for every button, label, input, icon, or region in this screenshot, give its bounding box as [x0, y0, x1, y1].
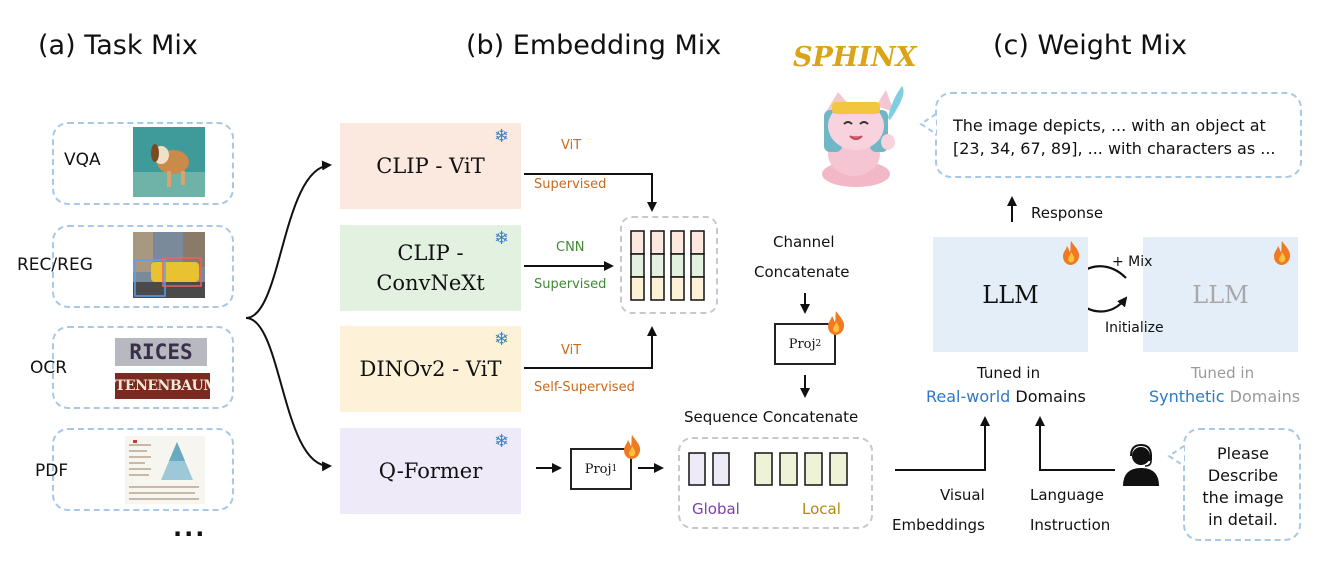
snowflake-icon: ❄	[494, 228, 510, 249]
real-tuned-label-1: Tuned in	[977, 364, 1041, 382]
channel-feature-grid	[620, 216, 718, 314]
llm-real-world-label: LLM	[982, 280, 1039, 309]
user-prompt-bubble	[1183, 428, 1301, 541]
encoder-qformer-label: Q-Former	[378, 459, 483, 483]
flame-icon	[1274, 241, 1291, 265]
user-prompt-text: Please Describe the image in detail.	[1188, 443, 1298, 531]
response-label: Response	[1031, 204, 1104, 222]
user-bubble-tail	[1167, 445, 1185, 467]
flame-icon	[828, 311, 845, 335]
embedding-mix-title: (b) Embedding Mix	[466, 30, 722, 61]
real-domains-text: Domains	[1010, 387, 1086, 406]
user-prompt-line-4: in detail.	[1208, 510, 1278, 529]
channel-feature-tokens	[630, 230, 705, 301]
channel-concat-label-2: Concatenate	[754, 263, 850, 281]
sequence-tokens	[688, 452, 848, 486]
response-text-line-1: The image depicts, ... with an object at	[953, 116, 1266, 135]
proj2-subscript: 2	[815, 339, 822, 349]
local-label: Local	[802, 500, 841, 518]
encoder-clip-vit-label: CLIP - ViT	[376, 154, 485, 178]
task-box-rec-reg	[52, 225, 234, 308]
more-tasks-ellipsis: ...	[173, 514, 207, 542]
task-box-vqa	[52, 122, 234, 205]
pdf-document-image	[125, 436, 205, 504]
encoder-clip-convnext-label-1: CLIP -	[397, 241, 464, 265]
ocr-word-tenenbaums: TENENBAUMS	[115, 373, 210, 399]
sequence-concat-label: Sequence Concatenate	[684, 408, 859, 426]
proj1-subscript: 1	[611, 464, 618, 474]
encoder-qformer: Q-Former	[340, 428, 521, 514]
user-prompt-line-2: Describe	[1207, 466, 1279, 485]
proj1-label: Proj	[584, 461, 612, 477]
language-instruction-label-2: Instruction	[1030, 516, 1111, 534]
sequence-token-box	[678, 437, 873, 529]
real-world-highlight: Real-world	[926, 387, 1011, 406]
convnext-arch-tag: CNN	[556, 240, 585, 255]
flame-icon	[624, 435, 641, 459]
task-box-ocr	[52, 326, 234, 409]
snowflake-icon: ❄	[494, 126, 510, 147]
llm-synthetic: LLM	[1143, 237, 1298, 352]
convnext-train-tag: Supervised	[534, 277, 607, 292]
user-prompt-line-1: Please	[1217, 444, 1269, 463]
vqa-dog-image	[133, 127, 205, 197]
llm-synthetic-label: LLM	[1192, 280, 1249, 309]
flame-icon	[1063, 241, 1080, 265]
task-label-rec-reg: REC/REG	[17, 255, 93, 275]
user-icon	[1123, 444, 1159, 486]
encoder-clip-vit: CLIP - ViT	[340, 123, 521, 209]
encoder-clip-convnext: CLIP - ConvNeXt	[340, 225, 521, 311]
channel-concat-label-1: Channel	[773, 233, 835, 251]
initialize-label: Initialize	[1105, 320, 1164, 336]
mix-label: + Mix	[1112, 254, 1153, 270]
encoder-dinov2-label: DINOv2 - ViT	[359, 357, 502, 381]
proj2-label: Proj	[788, 336, 816, 352]
ocr-word-rices: RICES	[115, 338, 207, 366]
response-text-line-2: [23, 34, 67, 89], ... with characters as…	[953, 139, 1276, 158]
task-box-pdf	[52, 428, 234, 511]
clip-vit-arch-tag: ViT	[561, 138, 582, 153]
visual-embeddings-label-1: Visual	[940, 486, 985, 504]
encoder-clip-convnext-label-2: ConvNeXt	[376, 271, 485, 295]
snowflake-icon: ❄	[494, 329, 510, 350]
response-bubble-tail	[919, 113, 937, 135]
global-label: Global	[692, 500, 740, 518]
language-instruction-label-1: Language	[1030, 486, 1105, 504]
weight-mix-title: (c) Weight Mix	[993, 30, 1187, 61]
user-prompt-line-3: the image	[1202, 488, 1284, 507]
synthetic-highlight: Synthetic	[1149, 387, 1225, 406]
snowflake-icon: ❄	[494, 431, 510, 452]
dino-arch-tag: ViT	[561, 343, 582, 358]
llm-real-world: LLM	[933, 237, 1088, 352]
response-bubble	[935, 92, 1302, 178]
clip-vit-train-tag: Supervised	[534, 177, 607, 192]
real-tuned-label-2: Real-world Domains	[926, 387, 1086, 406]
sphinx-title: SPHINX	[793, 42, 917, 73]
task-label-pdf: PDF	[35, 461, 69, 481]
dino-train-tag: Self-Supervised	[534, 380, 635, 395]
encoder-dinov2: DINOv2 - ViT	[340, 326, 521, 412]
sphinx-mascot-image	[822, 86, 904, 187]
synth-domains-text: Domains	[1224, 387, 1301, 406]
visual-embeddings-label-2: Embeddings	[892, 516, 985, 534]
synth-tuned-label-1: Tuned in	[1191, 364, 1255, 382]
task-label-ocr: OCR	[30, 358, 68, 378]
task-label-vqa: VQA	[64, 150, 101, 170]
synth-tuned-label-2: Synthetic Domains	[1149, 387, 1300, 406]
task-mix-title: (a) Task Mix	[38, 30, 198, 61]
rec-reg-street-image	[133, 232, 205, 298]
